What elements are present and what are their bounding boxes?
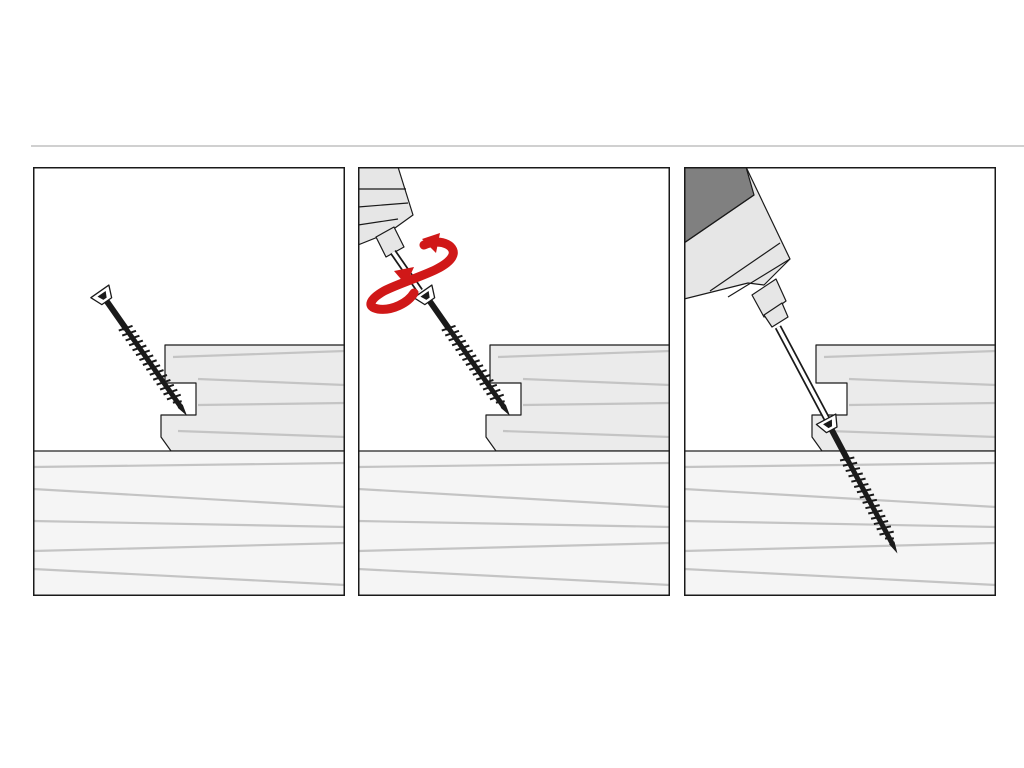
joist-board	[358, 450, 670, 596]
step-panel-2	[358, 167, 670, 596]
screw-icon	[815, 413, 898, 554]
screw-icon	[90, 284, 188, 416]
step-2-illustration	[358, 167, 670, 596]
step-1-illustration	[33, 167, 345, 596]
step-3-illustration	[684, 167, 996, 596]
deck-board	[160, 344, 345, 452]
drill-icon	[684, 167, 791, 328]
deck-board	[811, 344, 996, 452]
drill-icon	[358, 167, 414, 258]
screwdriver-bit-icon	[774, 325, 832, 423]
deck-board	[485, 344, 670, 452]
rotation-arrow-icon	[366, 233, 458, 314]
top-divider-line	[31, 145, 1024, 147]
screw-icon	[413, 284, 511, 416]
joist-board	[33, 450, 345, 596]
step-panel-3	[684, 167, 996, 596]
panel-frame	[684, 167, 996, 596]
panel-frame	[33, 167, 345, 596]
joist-board	[684, 450, 996, 596]
step-panel-1	[33, 167, 345, 596]
panel-frame	[358, 167, 670, 596]
